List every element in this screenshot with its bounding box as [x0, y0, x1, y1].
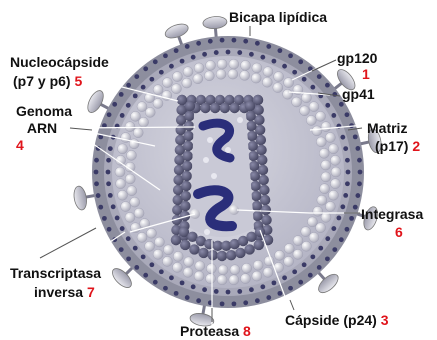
label-nucleocapsid-proteins: (p7 y p6) 5 [13, 73, 82, 90]
label-protease: Proteasa 8 [180, 323, 251, 340]
label-lipid-bilayer: Bicapa lipídica [229, 9, 327, 26]
label-reverse-transcriptase: Transcriptasa [10, 265, 101, 282]
number-nucleocapsid: 5 [74, 73, 82, 89]
number-matrix: 2 [412, 138, 420, 154]
label-integrase: Integrasa [361, 206, 423, 223]
label-nucleocapsid: Nucleocápside [10, 54, 109, 71]
label-gp120: gp120 [337, 50, 377, 67]
label-matrix-p17: (p17) 2 [375, 138, 420, 155]
number-gp120: 1 [362, 66, 370, 83]
label-reverse-transcriptase-line2: inversa 7 [34, 284, 95, 301]
number-protease: 8 [243, 323, 251, 339]
number-capsid: 3 [381, 312, 389, 328]
label-capsid: Cápside (p24) 3 [285, 312, 389, 329]
label-gp41: gp41 [342, 86, 375, 103]
number-reverse-transcriptase: 7 [87, 284, 95, 300]
number-rna-genome: 4 [16, 137, 68, 154]
label-matrix: Matriz [367, 120, 407, 137]
number-integrase: 6 [395, 224, 403, 241]
